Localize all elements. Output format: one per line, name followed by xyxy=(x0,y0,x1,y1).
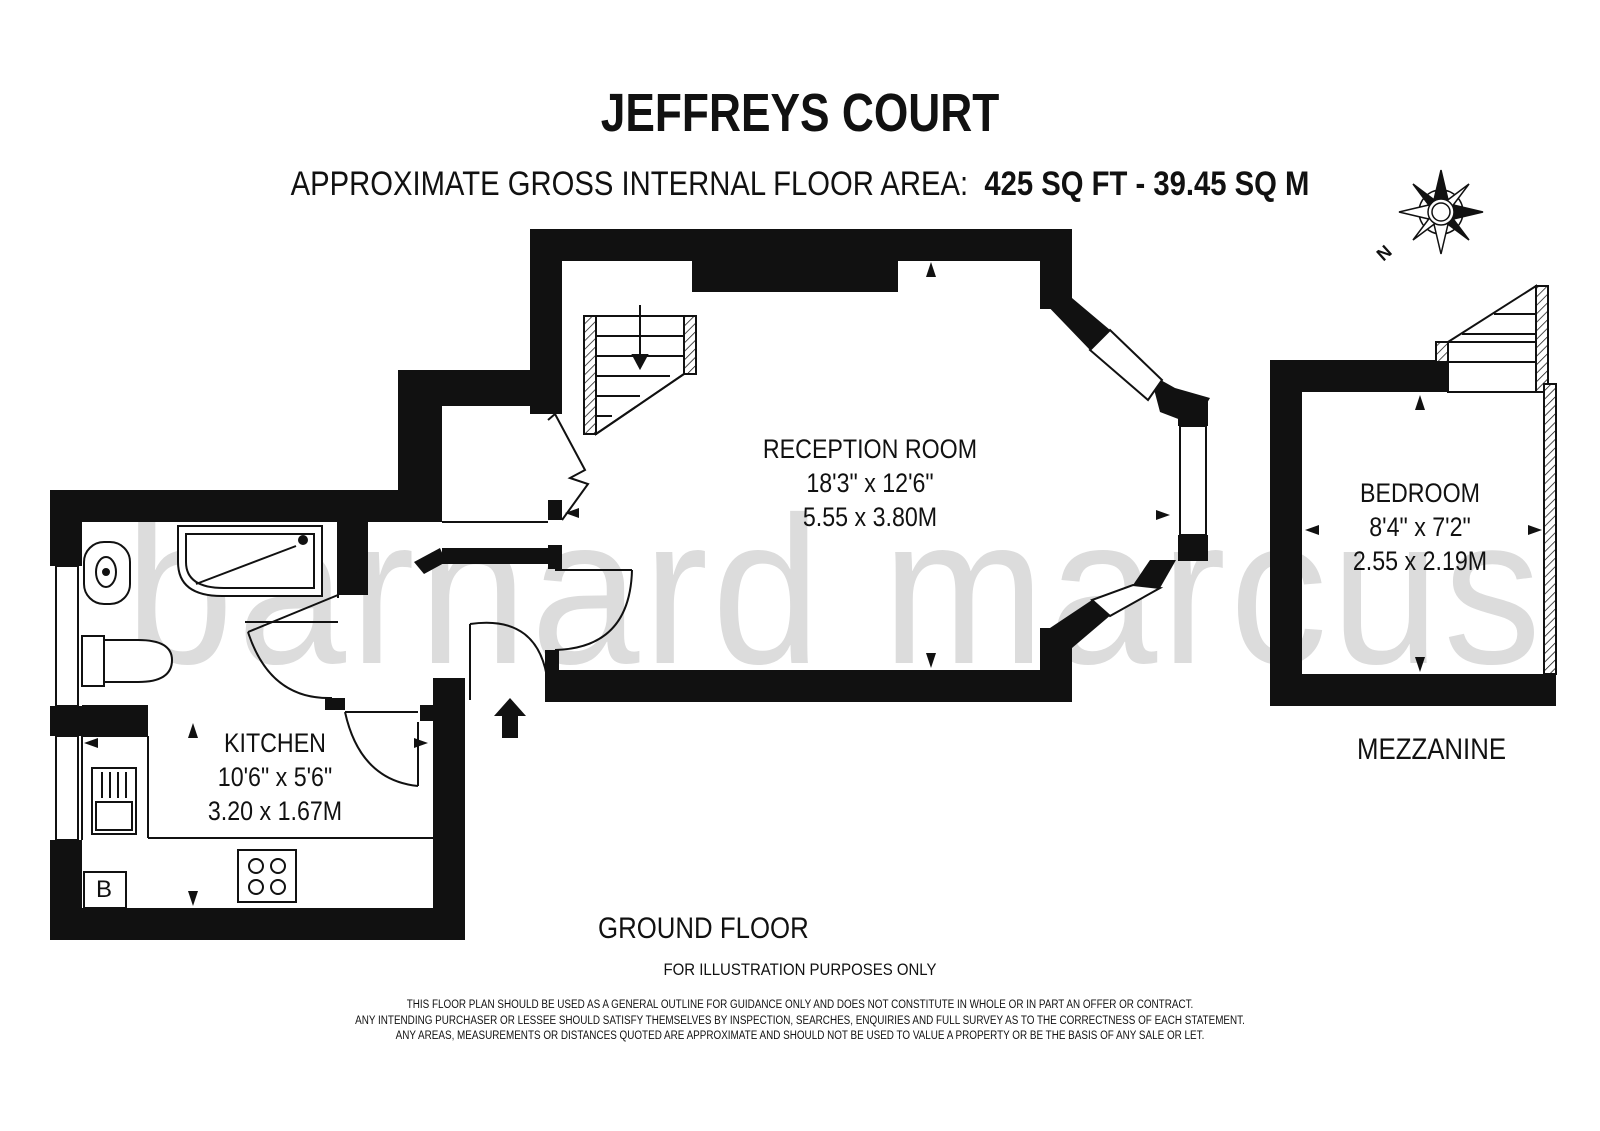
disclaimer-line-1: THIS FLOOR PLAN SHOULD BE USED AS A GENE… xyxy=(406,999,1194,1011)
windows xyxy=(55,328,1207,841)
mezzanine-label: MEZZANINE xyxy=(1357,733,1507,766)
reception-name: RECEPTION ROOM xyxy=(762,434,978,464)
mezzanine-markers xyxy=(1305,395,1542,672)
disclaimer-line-3: ANY AREAS, MEASUREMENTS OR DISTANCES QUO… xyxy=(395,1030,1205,1042)
mezzanine-walls xyxy=(1270,360,1556,706)
doors xyxy=(245,413,633,787)
bedroom-name: BEDROOM xyxy=(1360,478,1480,508)
kitchen-label: KITCHEN 10'6" x 5'6" 3.20 x 1.67M xyxy=(176,726,374,828)
area-separator: - xyxy=(1135,165,1146,203)
area-sqft: 425 SQ FT xyxy=(984,165,1128,203)
page-title: JEFFREYS COURT xyxy=(600,83,1000,143)
ground-floor-label: GROUND FLOOR xyxy=(598,912,809,945)
bathroom-fittings xyxy=(81,525,323,687)
area-sqm: 39.45 SQ M xyxy=(1153,165,1310,203)
mezzanine-stairs xyxy=(1435,284,1557,675)
bedroom-imperial: 8'4" x 7'2" xyxy=(1369,512,1471,542)
kitchen-imperial: 10'6" x 5'6" xyxy=(217,762,333,792)
dimension-markers xyxy=(84,262,1170,906)
disclaimer-line-2: ANY INTENDING PURCHASER OR LESSEE SHOULD… xyxy=(355,1014,1245,1027)
illustration-note: FOR ILLUSTRATION PURPOSES ONLY xyxy=(663,960,937,979)
ground-stairs xyxy=(583,305,697,436)
disclaimer: THIS FLOOR PLAN SHOULD BE USED AS A GENE… xyxy=(112,998,1488,1045)
ground-floor-walls xyxy=(50,229,1210,940)
reception-room-label: RECEPTION ROOM 18'3" x 12'6" 5.55 x 3.80… xyxy=(741,432,999,534)
entrance-arrow xyxy=(494,698,526,738)
kitchen-name: KITCHEN xyxy=(224,728,326,758)
floor-area: APPROXIMATE GROSS INTERNAL FLOOR AREA: 4… xyxy=(112,165,1488,204)
area-label: APPROXIMATE GROSS INTERNAL FLOOR AREA: xyxy=(290,165,969,203)
kitchen-metric: 3.20 x 1.67M xyxy=(207,796,343,826)
compass-rose xyxy=(1398,169,1484,255)
reception-imperial: 18'3" x 12'6" xyxy=(806,468,934,498)
bedroom-label: BEDROOM 8'4" x 7'2" 2.55 x 2.19M xyxy=(1325,476,1514,578)
boiler-label: B xyxy=(96,876,113,903)
reception-metric: 5.55 x 3.80M xyxy=(802,502,938,532)
kitchen-fittings xyxy=(81,736,433,909)
bedroom-metric: 2.55 x 2.19M xyxy=(1352,546,1488,576)
